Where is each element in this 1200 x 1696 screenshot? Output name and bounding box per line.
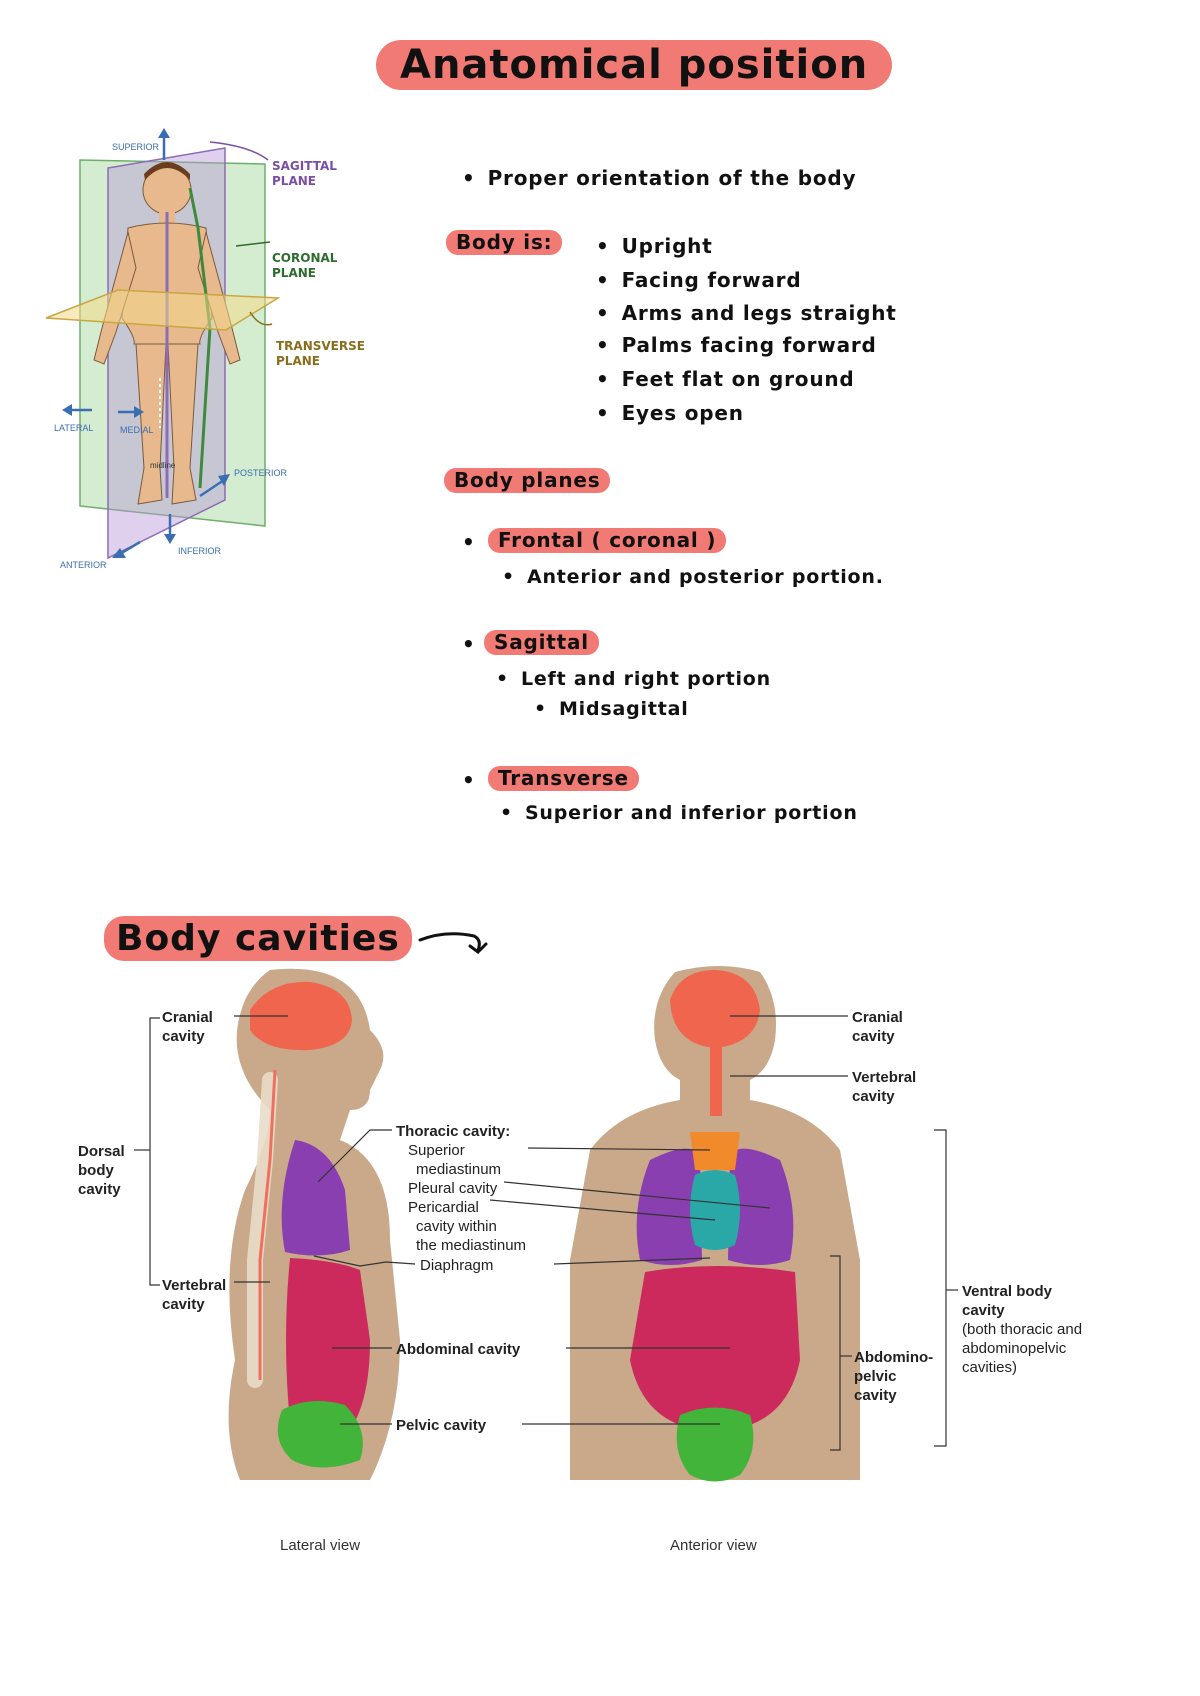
- body-is-item: Eyes open: [596, 401, 744, 425]
- anterior-abdominal-cavity: [630, 1266, 800, 1425]
- anterior-axis-label: ANTERIOR: [60, 560, 107, 570]
- inferior-axis-label: INFERIOR: [178, 546, 222, 556]
- lateral-vertebral-label-2: cavity: [162, 1296, 205, 1313]
- anterior-vertebral-label-1: Vertebral: [852, 1069, 916, 1086]
- anterior-pelvic-cavity: [676, 1407, 754, 1482]
- frontal-bullet: •: [462, 530, 476, 554]
- body-is-item: Arms and legs straight: [596, 301, 897, 325]
- dorsal-label-2: body: [78, 1162, 114, 1179]
- pelvic-label: Pelvic cavity: [396, 1417, 487, 1434]
- superior-mediastinum-label-1: Superior: [408, 1142, 465, 1159]
- ventral-note-3: cavities): [962, 1359, 1017, 1376]
- anterior-view-caption: Anterior view: [670, 1537, 757, 1554]
- anterior-cranial-label-2: cavity: [852, 1028, 895, 1045]
- transverse-label-2: PLANE: [276, 354, 320, 368]
- pericardial-label-1: Pericardial: [408, 1199, 479, 1216]
- anterior-vertebral-label-2: cavity: [852, 1088, 895, 1105]
- body-planes-figure: SAGITTAL PLANE CORONAL PLANE TRANSVERSE …: [45, 128, 365, 570]
- lateral-view-figure: [228, 968, 400, 1480]
- lateral-pelvic-cavity: [277, 1401, 363, 1468]
- body-is-item: Facing forward: [596, 268, 801, 292]
- page-title: Anatomical position: [376, 40, 893, 90]
- superior-mediastinum-label-2: mediastinum: [416, 1161, 501, 1178]
- ventral-note-1: (both thoracic and: [962, 1321, 1082, 1338]
- ventral-note-2: abdominopelvic: [962, 1340, 1067, 1357]
- anterior-pericardial-cavity: [690, 1170, 740, 1250]
- abdominal-label: Abdominal cavity: [396, 1341, 521, 1358]
- transverse-plane-desc: Superior and inferior portion: [500, 802, 858, 824]
- leader-lines: [134, 1015, 958, 1451]
- medial-axis-label: MEDIAL: [120, 425, 154, 435]
- lateral-cranial-label-2: cavity: [162, 1028, 205, 1045]
- lateral-cranial-label-1: Cranial: [162, 1009, 213, 1026]
- transverse-plane-shape: [45, 289, 281, 331]
- anterior-left-lung: [636, 1148, 702, 1265]
- abdominopelvic-label-2: pelvic: [854, 1368, 897, 1385]
- lateral-cranial-cavity: [250, 981, 352, 1051]
- sagittal-label-2: PLANE: [272, 174, 316, 188]
- body-is-item: Palms facing forward: [596, 333, 877, 357]
- anterior-superior-mediastinum: [690, 1132, 740, 1170]
- intro-text: Proper orientation of the body: [462, 166, 856, 190]
- pleural-label: Pleural cavity: [408, 1180, 498, 1197]
- lateral-view-caption: Lateral view: [280, 1537, 360, 1554]
- pericardial-label-2: cavity within: [416, 1218, 497, 1235]
- frontal-plane-name: Frontal ( coronal ): [488, 528, 727, 553]
- body-is-label: Body is:: [446, 230, 563, 255]
- dorsal-label-3: cavity: [78, 1181, 121, 1198]
- body-is-item: Feet flat on ground: [596, 367, 855, 391]
- arrow-doodle: [418, 932, 488, 954]
- sagittal-plane-desc: Left and right portion: [496, 668, 771, 690]
- body-cavities-diagram: Cranial cavity Dorsal body cavity Verteb…: [78, 966, 1082, 1554]
- midline-label: midline: [150, 461, 176, 470]
- coronal-label-1: CORONAL: [272, 251, 338, 265]
- ventral-label-2: cavity: [962, 1302, 1005, 1319]
- abdominopelvic-label-3: cavity: [854, 1387, 897, 1404]
- coronal-label-2: PLANE: [272, 266, 316, 280]
- transverse-bullet: •: [462, 768, 476, 792]
- lateral-vertebral-label-1: Vertebral: [162, 1277, 226, 1294]
- abdominopelvic-label-1: Abdomino-: [854, 1349, 933, 1366]
- sagittal-label-1: SAGITTAL: [272, 159, 337, 173]
- midsagittal-text: Midsagittal: [534, 698, 689, 720]
- diaphragm-label: Diaphragm: [420, 1257, 493, 1274]
- anterior-cranial-cavity: [670, 970, 760, 1048]
- anterior-cranial-label-1: Cranial: [852, 1009, 903, 1026]
- sagittal-plane-name: Sagittal: [484, 630, 599, 655]
- transverse-plane-name: Transverse: [488, 766, 639, 791]
- frontal-plane-desc: Anterior and posterior portion.: [502, 566, 884, 588]
- posterior-axis-label: POSTERIOR: [234, 468, 288, 478]
- pericardial-label-3: the mediastinum: [416, 1237, 526, 1254]
- superior-axis-label: SUPERIOR: [112, 142, 160, 152]
- dorsal-label-1: Dorsal: [78, 1143, 125, 1160]
- axis-arrows: [62, 128, 230, 558]
- ventral-label-1: Ventral body: [962, 1283, 1053, 1300]
- body-planes-label: Body planes: [444, 468, 611, 493]
- anterior-view-figure: [570, 966, 860, 1482]
- body-cavities-title: Body cavities: [104, 916, 412, 961]
- lateral-abdominal-cavity: [286, 1258, 370, 1430]
- transverse-label-1: TRANSVERSE: [276, 339, 365, 353]
- sagittal-bullet: •: [462, 632, 476, 656]
- thoracic-label: Thoracic cavity:: [396, 1123, 510, 1140]
- lateral-thoracic-cavity: [281, 1140, 350, 1256]
- lateral-axis-label: LATERAL: [54, 423, 93, 433]
- body-is-item: Upright: [596, 234, 713, 258]
